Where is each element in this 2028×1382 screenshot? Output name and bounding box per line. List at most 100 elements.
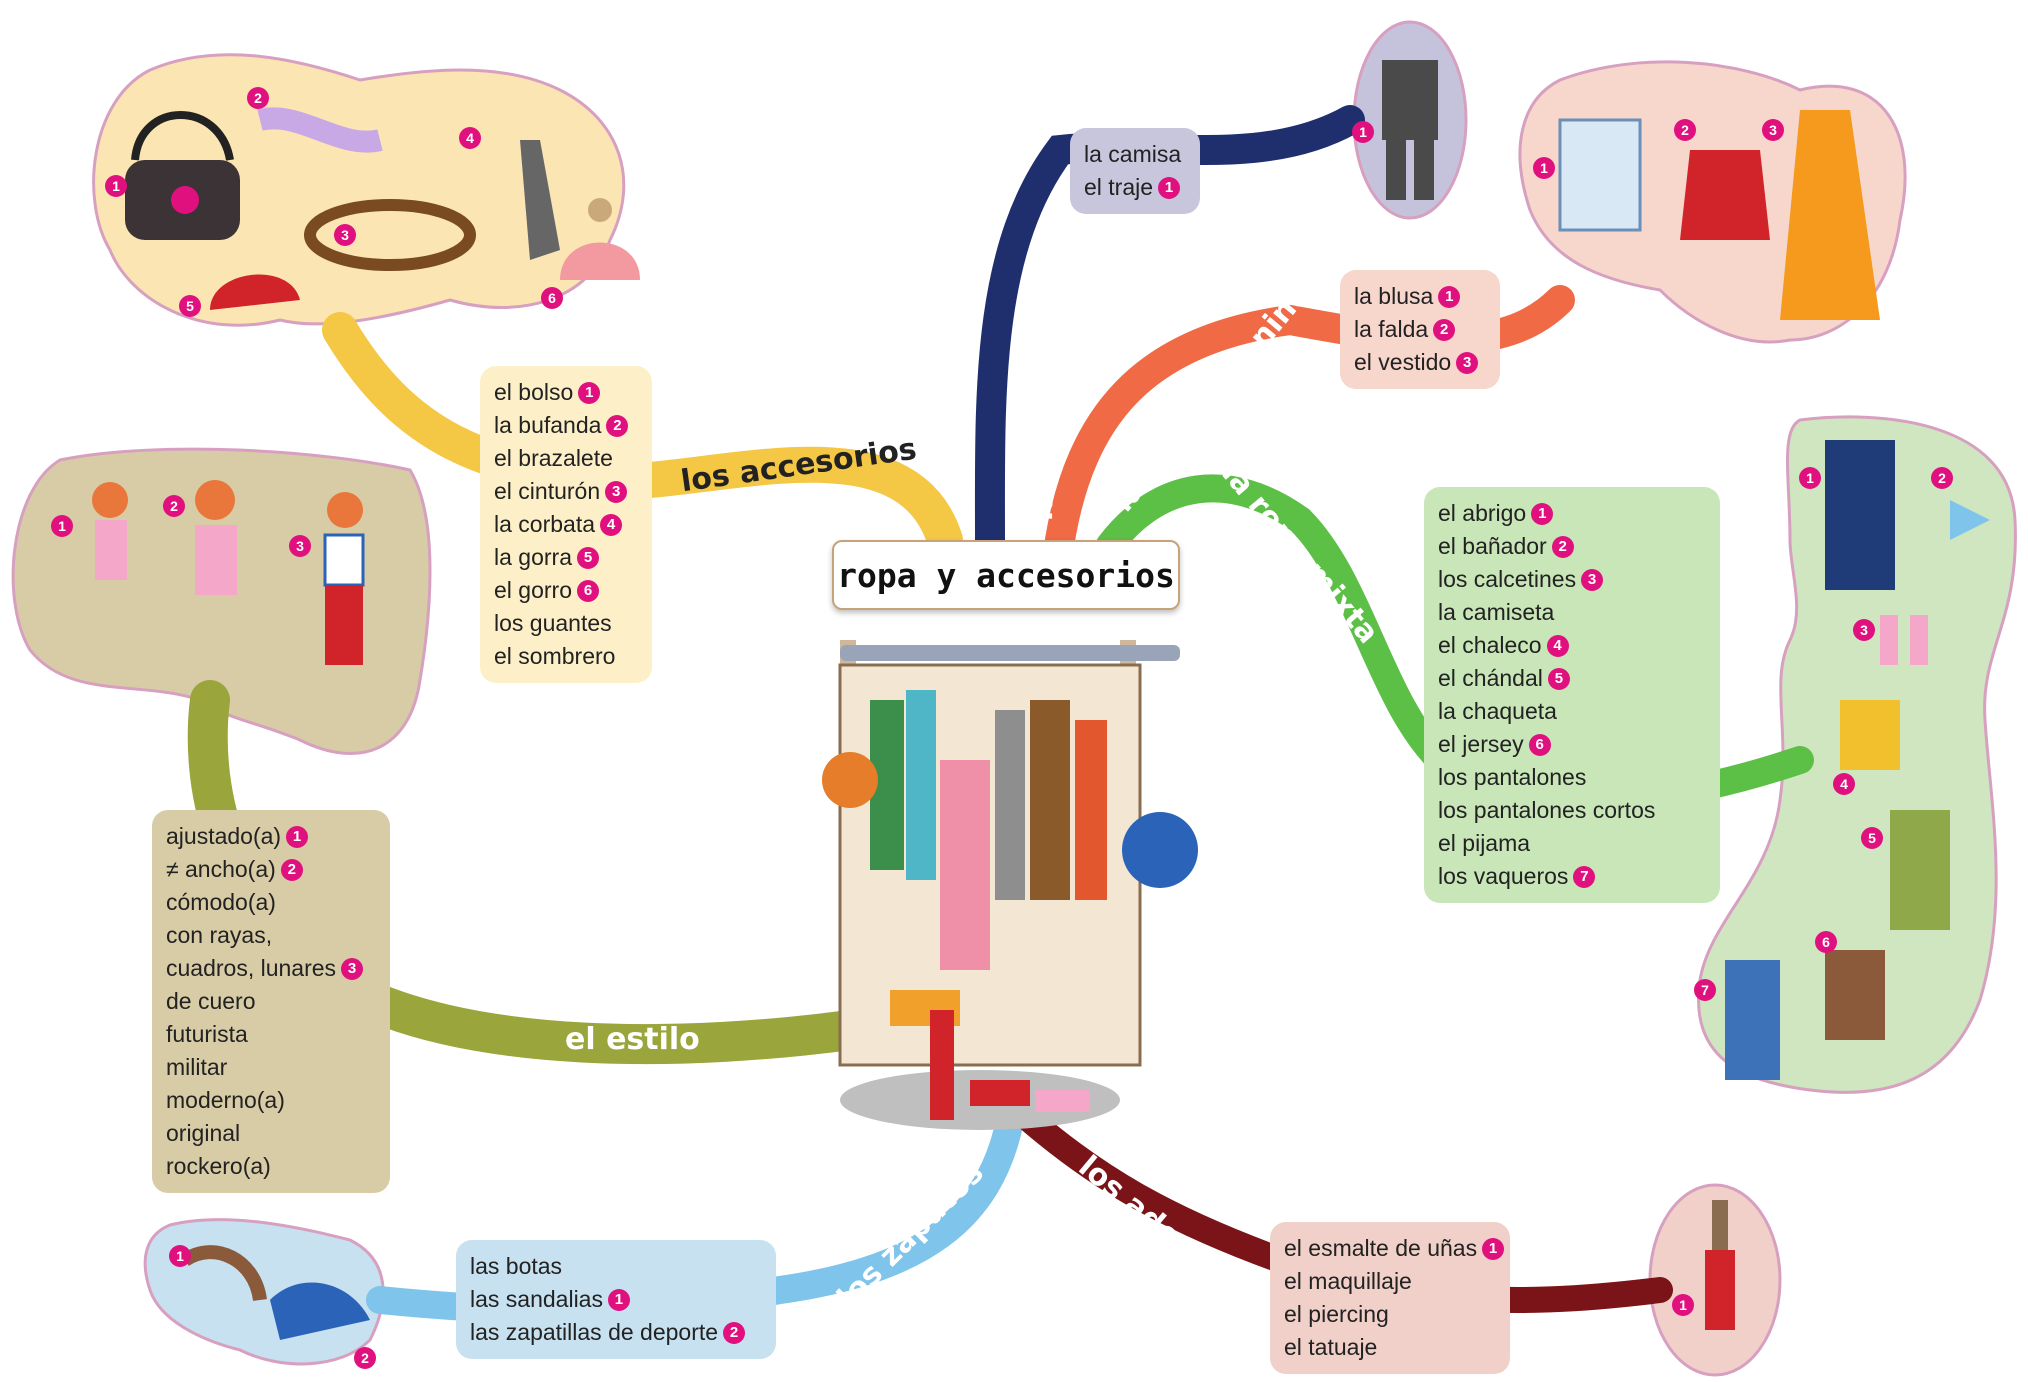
estilo-word: de cuero: [166, 985, 376, 1018]
skirt-drawing: [1680, 150, 1770, 240]
mixta-word-text: el pijama: [1438, 830, 1531, 856]
masculina-picture-number: 1: [1352, 121, 1374, 143]
mixta-word-text: la chaqueta: [1438, 698, 1557, 724]
mixta-word-text: el chaleco: [1438, 632, 1542, 658]
sneakers-drawing: [270, 1282, 370, 1340]
belt-drawing: [304, 199, 476, 271]
accesorios-picture-number-text: 4: [466, 130, 474, 146]
accesorios-picture-number: 5: [179, 295, 201, 317]
estilo-picture-number-text: 3: [296, 538, 304, 554]
estilo-word-text: original: [166, 1120, 241, 1146]
sweater-drawing: [1825, 950, 1885, 1040]
masculina-word-text: el traje: [1084, 174, 1154, 200]
accesorios-picture-number-text: 5: [186, 298, 194, 314]
mixta-word-text: los pantalones: [1438, 764, 1587, 790]
mixta-picture-number: 3: [1853, 619, 1875, 641]
swimsuit-drawing: [1950, 500, 1990, 540]
jeans-drawing: [1725, 960, 1780, 1080]
femenina-word-text: la blusa: [1354, 283, 1434, 309]
estilo-word: futurista: [166, 1018, 376, 1051]
mixta-number-badge: 2: [1551, 535, 1574, 558]
mixta-word: el pijama: [1438, 827, 1706, 860]
accesorios-picture-number: 2: [247, 87, 269, 109]
mixta-number-badge: 6: [1528, 733, 1551, 756]
central-title: ropa y accesorios: [832, 540, 1180, 610]
accesorios-word-text: la corbata: [494, 511, 596, 537]
accesorios-picture-number-text: 3: [341, 227, 349, 243]
mixta-word-text: la camiseta: [1438, 599, 1555, 625]
mixta-picture-number: 2: [1931, 467, 1953, 489]
estilo-picture-number: 2: [163, 495, 185, 517]
femenina-picture-number-text: 3: [1769, 122, 1777, 138]
femenina-word-text: el vestido: [1354, 349, 1452, 375]
accesorios-word-text: el brazalete: [494, 445, 613, 471]
estilo-word-text: con rayas,: [166, 922, 273, 948]
masculina-picture-number-text: 1: [1359, 124, 1367, 140]
estilo-word-text: rockero(a): [166, 1153, 271, 1179]
accesorios-number-badge: 4: [600, 513, 623, 536]
mixta-picture-number-text: 7: [1701, 982, 1709, 998]
sandals-drawing: [181, 1245, 267, 1302]
zapatos-picture-number-text: 1: [176, 1248, 184, 1264]
mixta-word: los pantalones: [1438, 761, 1706, 794]
suit-drawing: [1382, 60, 1438, 200]
masculina-number-badge: 1: [1158, 176, 1181, 199]
tie-drawing: [520, 140, 560, 260]
mixta-word-text: el jersey: [1438, 731, 1524, 757]
femenina-picture-number-text: 2: [1681, 122, 1689, 138]
estilo-word: ajustado(a)1: [166, 820, 376, 853]
adornos-word: el maquillaje: [1284, 1265, 1496, 1298]
zapatos-number-badge: 2: [723, 1321, 746, 1344]
estilo-word-text: ajustado(a): [166, 823, 282, 849]
masculina-word: la camisa: [1084, 138, 1186, 171]
mixta-number-badge: 5: [1547, 667, 1570, 690]
mixta-number-badge: 1: [1531, 502, 1554, 525]
accesorios-word-text: el sombrero: [494, 643, 616, 669]
mixta-picture-number-text: 2: [1938, 470, 1946, 486]
socks-drawing: [1880, 615, 1928, 665]
accesorios-word: el sombrero: [494, 640, 638, 673]
cap-drawing: [210, 274, 300, 310]
mixta-word-text: los pantalones cortos: [1438, 797, 1656, 823]
mixta-picture-number: 1: [1799, 467, 1821, 489]
accesorios-word-text: los guantes: [494, 610, 612, 636]
estilo-picture-number-text: 1: [58, 518, 66, 534]
estilo-word-text: de cuero: [166, 988, 256, 1014]
mixta-word-text: el bañador: [1438, 533, 1547, 559]
accesorios-word-text: el gorro: [494, 577, 572, 603]
mixta-number-badge: 4: [1546, 634, 1569, 657]
adornos-word: el piercing: [1284, 1298, 1496, 1331]
estilo-word-text: moderno(a): [166, 1087, 285, 1113]
accesorios-word: los guantes: [494, 607, 638, 640]
adornos-word-text: el tatuaje: [1284, 1334, 1378, 1360]
accesorios-picture-number-text: 6: [548, 290, 556, 306]
mixta-picture-number: 5: [1861, 827, 1883, 849]
girls-drawing: [92, 480, 365, 665]
accesorios-number-badge: 5: [576, 546, 599, 569]
femenina-picture-number: 2: [1674, 119, 1696, 141]
mixta-picture-number-text: 3: [1860, 622, 1868, 638]
estilo-word: moderno(a): [166, 1084, 376, 1117]
dress-drawing: [1780, 110, 1880, 320]
estilo-word-text: ≠ ancho(a): [166, 856, 276, 882]
estilo-word-text: futurista: [166, 1021, 248, 1047]
accesorios-picture-number: 1: [105, 175, 127, 197]
